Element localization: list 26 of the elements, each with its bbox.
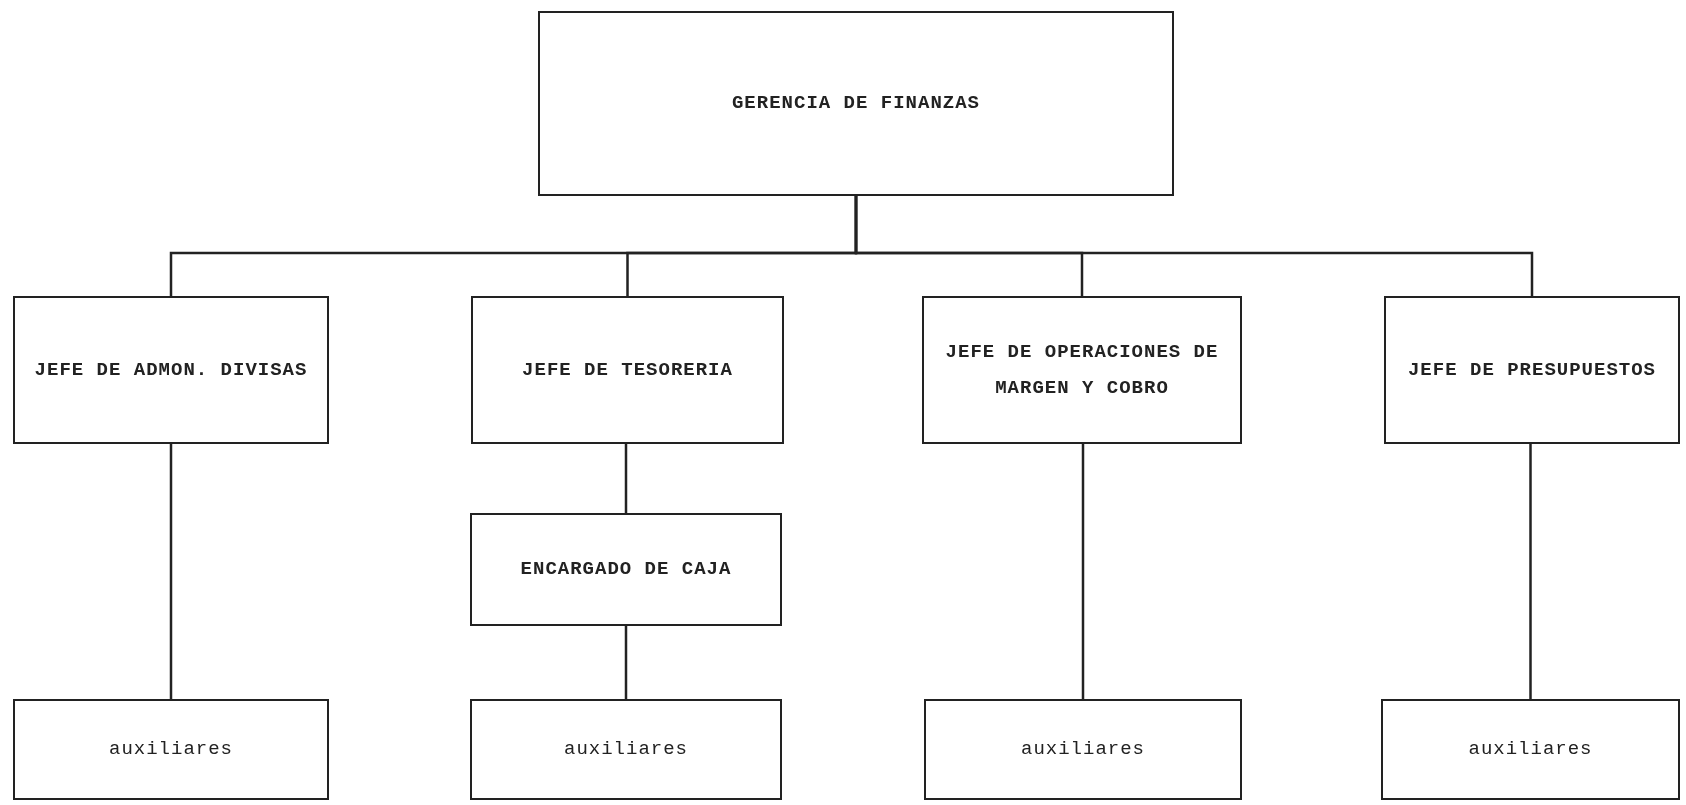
org-box <box>538 11 1174 196</box>
box-label: GERENCIA DE FINANZAS <box>731 91 980 117</box>
org-box <box>1384 296 1680 444</box>
org-box <box>1381 699 1680 800</box>
org-box <box>470 513 782 626</box>
box-label: auxiliares <box>1021 737 1145 763</box>
connector-line <box>1081 444 1085 699</box>
box-label: JEFE DE OPERACIONES DE MARGEN Y COBRO <box>944 339 1220 401</box>
connector-line <box>169 444 173 699</box>
org-box <box>470 699 782 800</box>
connector-line <box>624 444 628 513</box>
box-label: JEFE DE PRESUPUESTOS <box>1407 357 1656 383</box>
box-label: auxiliares <box>1468 737 1593 763</box>
box-label: auxiliares <box>109 737 233 763</box>
org-box <box>922 296 1242 444</box>
box-label: JEFE DE TESORERIA <box>522 357 733 383</box>
org-box <box>13 699 329 800</box>
org-box <box>13 296 329 444</box>
box-label: auxiliares <box>564 737 688 763</box>
connector-line <box>854 196 1534 296</box>
org-box <box>924 699 1242 800</box>
box-label: ENCARGADO DE CAJA <box>520 557 732 583</box>
connector-line <box>624 626 628 699</box>
box-label: JEFE DE ADMON. DIVISAS <box>34 357 308 383</box>
org-box <box>471 296 784 444</box>
connector-line <box>1529 444 1532 699</box>
